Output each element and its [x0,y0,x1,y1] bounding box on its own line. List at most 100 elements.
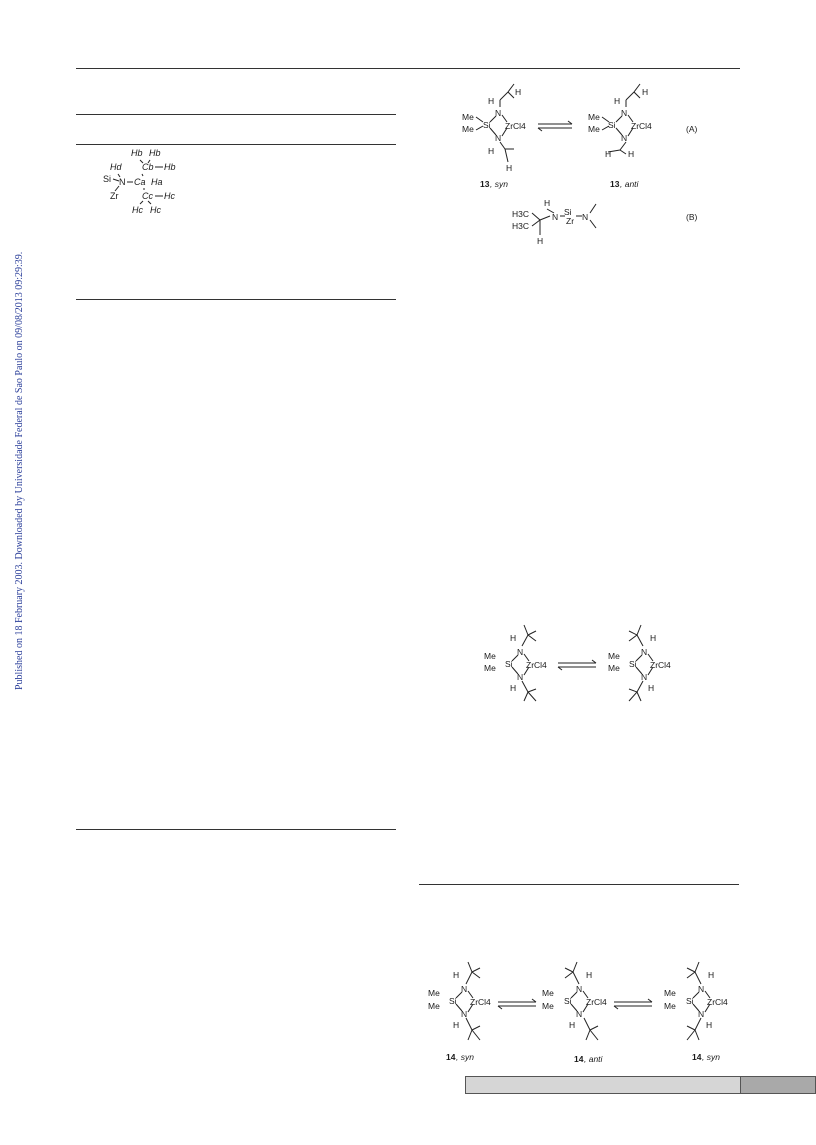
scheme-14-interconversion: Me Me Si N N ZrCl4 H H 14 , syn Me Me Si… [428,961,728,1064]
compound-conformer: , anti [620,179,640,189]
label-zr: Zr [110,191,119,201]
n-label: N [641,647,647,657]
me-label: Me [664,1001,676,1011]
label-cc: Cc [142,191,153,201]
me-label: Me [608,663,620,673]
n-label: N [576,984,582,994]
footer-bar-dark [740,1076,816,1094]
label-hc: Hc [150,205,161,215]
n-label: N [517,647,523,657]
h-label: H [506,163,512,173]
n-label: N [461,1009,467,1019]
label-n: N [119,177,126,187]
scheme-13-bonds [475,83,641,235]
me-label: Me [664,988,676,998]
zrcl4-label: ZrCl4 [470,997,491,1007]
me-label: Me [542,1001,554,1011]
h3c-label: H3C [512,209,529,219]
me-label: Me [428,1001,440,1011]
h-label: H [708,970,714,980]
h-label: H [488,146,494,156]
compound-conformer: , syn [702,1052,720,1062]
h-label: H [453,1020,459,1030]
me-label: Me [462,112,474,122]
n-label: N [495,108,501,118]
n-label: N [621,133,627,143]
compound-conformer: , syn [490,179,508,189]
zrcl4-label: ZrCl4 [650,660,671,670]
zrcl4-label: ZrCl4 [505,121,526,131]
h-label: H [537,236,543,246]
label-hb: Hb [149,148,161,158]
si-label: Si [608,120,616,130]
table-top-rule [76,114,396,115]
section-rule-left [76,829,396,830]
scheme-13-equilibrium: Me Me Si N N ZrCl4 H H H H Me Me Si N N … [462,83,698,246]
table-bottom-rule [76,299,396,300]
compound-number: 14 [574,1054,584,1064]
zr-label: Zr [566,216,574,226]
me-label: Me [484,651,496,661]
si-label: Si [564,996,572,1006]
n-label: N [641,672,647,682]
n-label: N [576,1009,582,1019]
h-label: H [628,149,634,159]
label-si: Si [103,174,111,184]
h-label: H [510,633,516,643]
zrcl4-label: ZrCl4 [586,997,607,1007]
label-cb: Cb [142,162,154,172]
me-label: Me [428,988,440,998]
compound-number: 14 [446,1052,456,1062]
si-label: Si [564,207,572,217]
label-hb: Hb [164,162,176,172]
si-label: Si [449,996,457,1006]
download-note: Published on 18 February 2003. Downloade… [14,251,25,690]
me-label: Me [608,651,620,661]
h-label: H [515,87,521,97]
row-b-tag: (B) [686,212,698,222]
h3c-label: H3C [512,221,529,231]
n-label: N [461,984,467,994]
n-label: N [517,672,523,682]
h-label: H [510,683,516,693]
section-rule-right [419,884,739,885]
h-label: H [488,96,494,106]
proton-labeling-diagram: Hb Hb Hd Cb Hb Si N Ca Ha Zr Cc Hc Hc Hc [103,148,176,215]
h-label: H [544,198,550,208]
me-label: Me [588,124,600,134]
scheme-tbu-equilibrium: Me Me Si N N ZrCl4 H H Me Me Si N N ZrCl… [484,624,671,702]
si-label: Si [505,659,513,669]
h-label: H [648,683,654,693]
compound-conformer: , anti [584,1054,604,1064]
si-label: Si [686,996,694,1006]
zrcl4-label: ZrCl4 [526,660,547,670]
h-label: H [642,87,648,97]
label-ha: Ha [151,177,163,187]
me-label: Me [462,124,474,134]
n-label: N [698,984,704,994]
me-label: Me [484,663,496,673]
me-label: Me [542,988,554,998]
diagram-bonds [112,159,163,205]
label-hc: Hc [164,191,175,201]
h-label: H [453,970,459,980]
label-ca: Ca [134,177,146,187]
label-hb: Hb [131,148,143,158]
n-label: N [495,133,501,143]
n-label: N [582,212,588,222]
h-label: H [706,1020,712,1030]
compound-number: 13 [610,179,620,189]
n-label: N [621,108,627,118]
me-label: Me [588,112,600,122]
h-label: H [569,1020,575,1030]
scheme-tbu-bonds [511,624,654,702]
h-label: H [614,96,620,106]
page-header-rule [76,68,740,69]
footer-bar-light [465,1076,741,1094]
zrcl4-label: ZrCl4 [631,121,652,131]
h-label: H [650,633,656,643]
n-label: N [552,212,558,222]
si-label: Si [483,120,491,130]
si-label: Si [629,659,637,669]
n-label: N [698,1009,704,1019]
